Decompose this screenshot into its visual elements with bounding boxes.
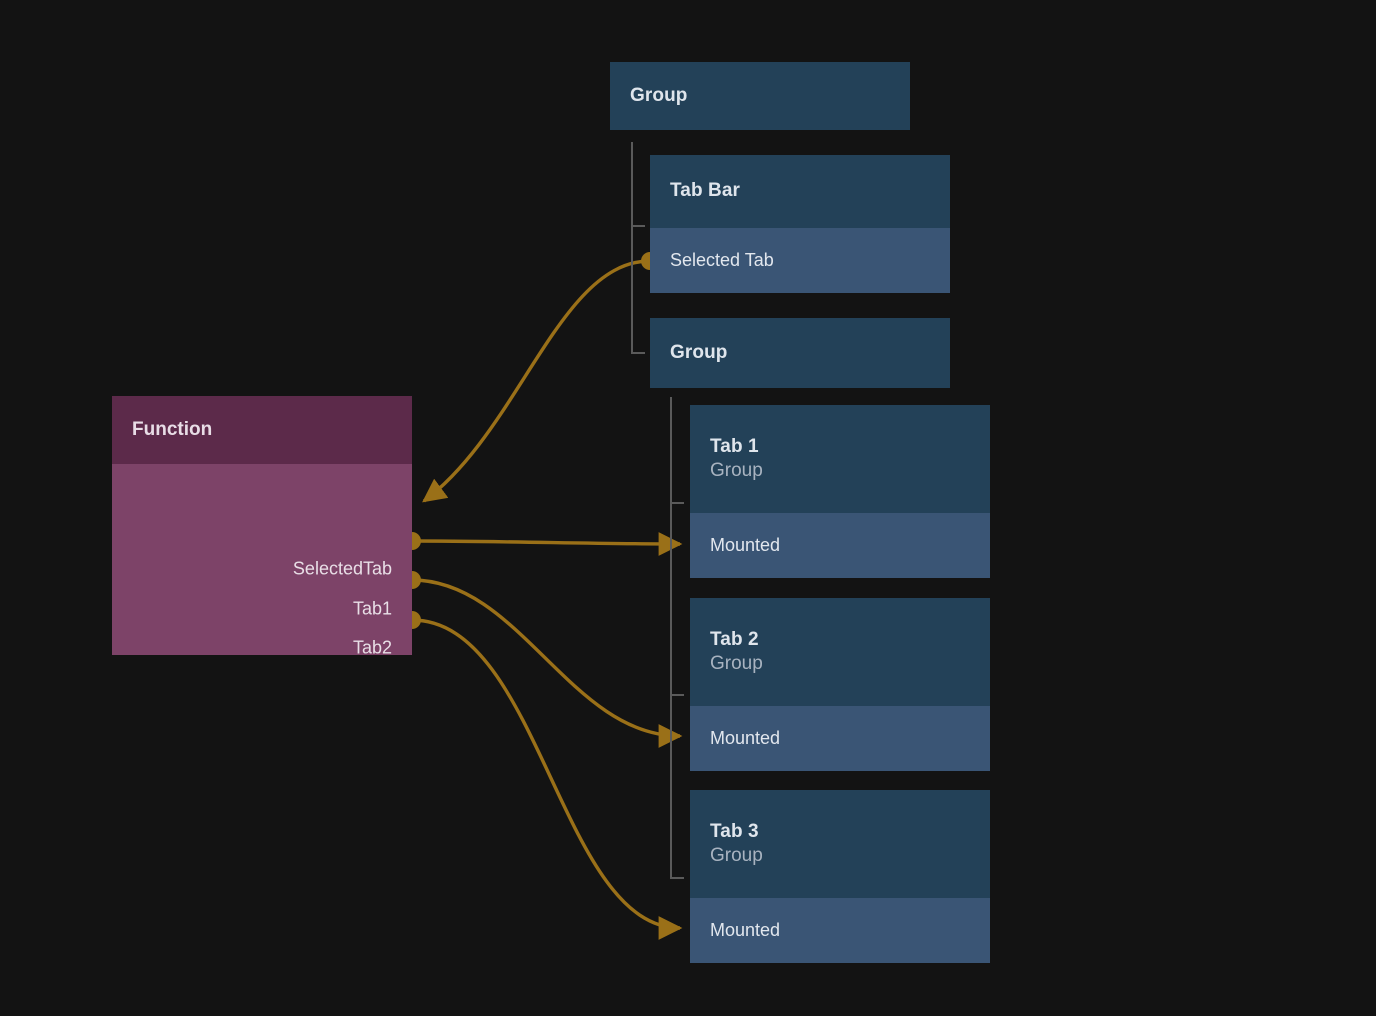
node-tab-2-header: Tab 2 Group bbox=[690, 598, 990, 706]
node-tab-3-header: Tab 3 Group bbox=[690, 790, 990, 898]
port-selected-tab-label: SelectedTab bbox=[292, 558, 392, 579]
node-tab-bar-title: Tab Bar bbox=[670, 180, 741, 202]
node-tab-1-header: Tab 1 Group bbox=[690, 405, 990, 513]
node-tab-2-title: Tab 2 bbox=[710, 629, 759, 651]
tree-stub-tab1 bbox=[670, 502, 684, 504]
node-tab-1-row-mounted-label: Mounted bbox=[710, 535, 781, 555]
wire-tab2-to-mounted2 bbox=[411, 578, 683, 748]
node-tab-bar-row-selected-tab-label: Selected Tab bbox=[670, 250, 774, 270]
node-tab-3-title: Tab 3 bbox=[710, 821, 759, 843]
wire-tab3-to-mounted3 bbox=[411, 618, 683, 940]
node-root-group-header: Group bbox=[610, 62, 910, 130]
port-selected-tab[interactable]: SelectedTab bbox=[293, 559, 392, 580]
node-root-group-title: Group bbox=[630, 84, 688, 106]
port-tab1-label: Tab1 bbox=[352, 598, 392, 619]
node-tab-1[interactable]: Tab 1 Group Mounted bbox=[690, 405, 990, 578]
node-tab-2-row-mounted-label: Mounted bbox=[710, 728, 781, 748]
node-function-header: Function bbox=[112, 396, 412, 464]
node-inner-group-header: Group bbox=[650, 318, 950, 388]
node-tab-bar-header: Tab Bar bbox=[650, 155, 950, 228]
node-tab-3-row-mounted[interactable]: Mounted bbox=[690, 898, 990, 963]
node-tab-2-row-mounted[interactable]: Mounted bbox=[690, 706, 990, 771]
port-tab2-label: Tab2 bbox=[352, 637, 392, 656]
node-tab-3-subtitle: Group bbox=[710, 844, 763, 866]
tree-line-group-children bbox=[670, 397, 672, 879]
node-tab-bar-row-selected-tab[interactable]: Selected Tab bbox=[650, 228, 950, 293]
node-tab-3[interactable]: Tab 3 Group Mounted bbox=[690, 790, 990, 963]
node-function-title: Function bbox=[132, 419, 213, 440]
tree-line-root-children bbox=[631, 142, 633, 354]
node-inner-group[interactable]: Group bbox=[650, 318, 950, 388]
node-tab-1-row-mounted[interactable]: Mounted bbox=[690, 513, 990, 578]
wire-tab1-to-mounted1 bbox=[411, 532, 683, 556]
tree-stub-tab3 bbox=[670, 877, 684, 879]
port-tab1[interactable]: Tab1 bbox=[353, 599, 392, 620]
tree-stub-tab-bar bbox=[631, 225, 645, 227]
node-tab-2[interactable]: Tab 2 Group Mounted bbox=[690, 598, 990, 771]
node-tab-3-row-mounted-label: Mounted bbox=[710, 920, 781, 940]
port-tab2[interactable]: Tab2 bbox=[353, 638, 392, 656]
node-tab-bar[interactable]: Tab Bar Selected Tab bbox=[650, 155, 950, 293]
node-tab-1-title: Tab 1 bbox=[710, 436, 759, 458]
node-inner-group-title: Group bbox=[670, 341, 728, 363]
tree-stub-inner-group bbox=[631, 352, 645, 354]
tree-stub-tab2 bbox=[670, 694, 684, 696]
node-root-group[interactable]: Group bbox=[610, 62, 910, 130]
node-tab-2-subtitle: Group bbox=[710, 652, 763, 674]
node-tab-1-subtitle: Group bbox=[710, 459, 763, 481]
wire-selected-tab-to-function bbox=[422, 259, 651, 503]
